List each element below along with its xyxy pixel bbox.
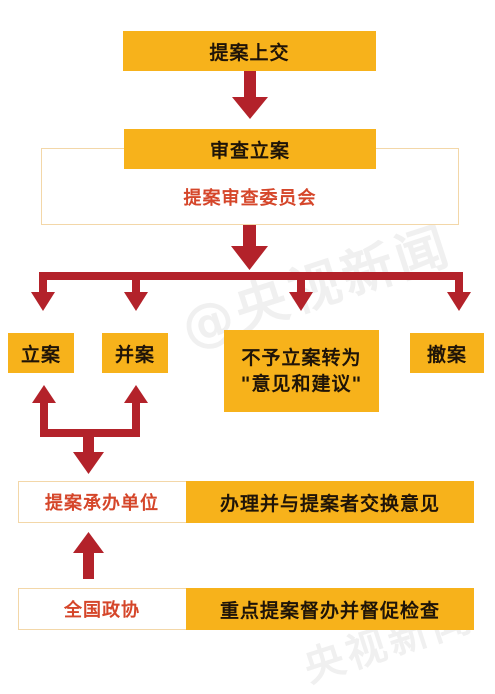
handler-label: 提案承办单位 (45, 493, 159, 514)
node-reject-line1: 不予立案转为 (241, 347, 362, 369)
handler-action: 办理并与提案者交换意见 (186, 481, 474, 523)
node-withdraw: 撤案 (410, 333, 484, 373)
arrow-submit-review-shaft (244, 71, 256, 99)
branch-drop-file (39, 272, 47, 294)
arrow-submit-review-head (232, 97, 268, 119)
down-shaft-handler (83, 429, 94, 454)
up-shaft-merge (132, 401, 140, 436)
flow-arrows (31, 71, 471, 579)
branch-head-withdraw (447, 292, 471, 311)
node-reject: 不予立案转为 "意见和建议" (224, 330, 379, 412)
branch-head-reject (289, 292, 313, 311)
up-shaft-file (40, 401, 48, 436)
node-file: 立案 (8, 333, 74, 373)
uphead-merge (124, 385, 148, 403)
cppcc-label: 全国政协 (64, 600, 140, 621)
branch-head-merge (124, 292, 148, 311)
committee-label: 提案审查委员会 (183, 188, 317, 209)
node-reject-line2: "意见和建议" (240, 373, 363, 395)
node-merge: 并案 (102, 333, 168, 373)
uphead-cppcc-handler (73, 532, 104, 553)
arrow-committee-branch-head (231, 246, 268, 270)
cppcc-action: 重点提案督办并督促检查 (186, 588, 474, 630)
up-shaft-cppcc-handler (83, 551, 94, 579)
branch-horizontal (39, 272, 463, 280)
node-submit: 提案上交 (123, 31, 376, 71)
downhead-handler (73, 452, 104, 474)
uphead-file (32, 385, 56, 403)
branch-drop-reject (297, 272, 305, 294)
node-review: 审查立案 (124, 129, 376, 169)
branch-drop-withdraw (455, 272, 463, 294)
branch-drop-merge (132, 272, 140, 294)
arrow-committee-branch-shaft (243, 224, 256, 249)
branch-head-file (31, 292, 55, 311)
